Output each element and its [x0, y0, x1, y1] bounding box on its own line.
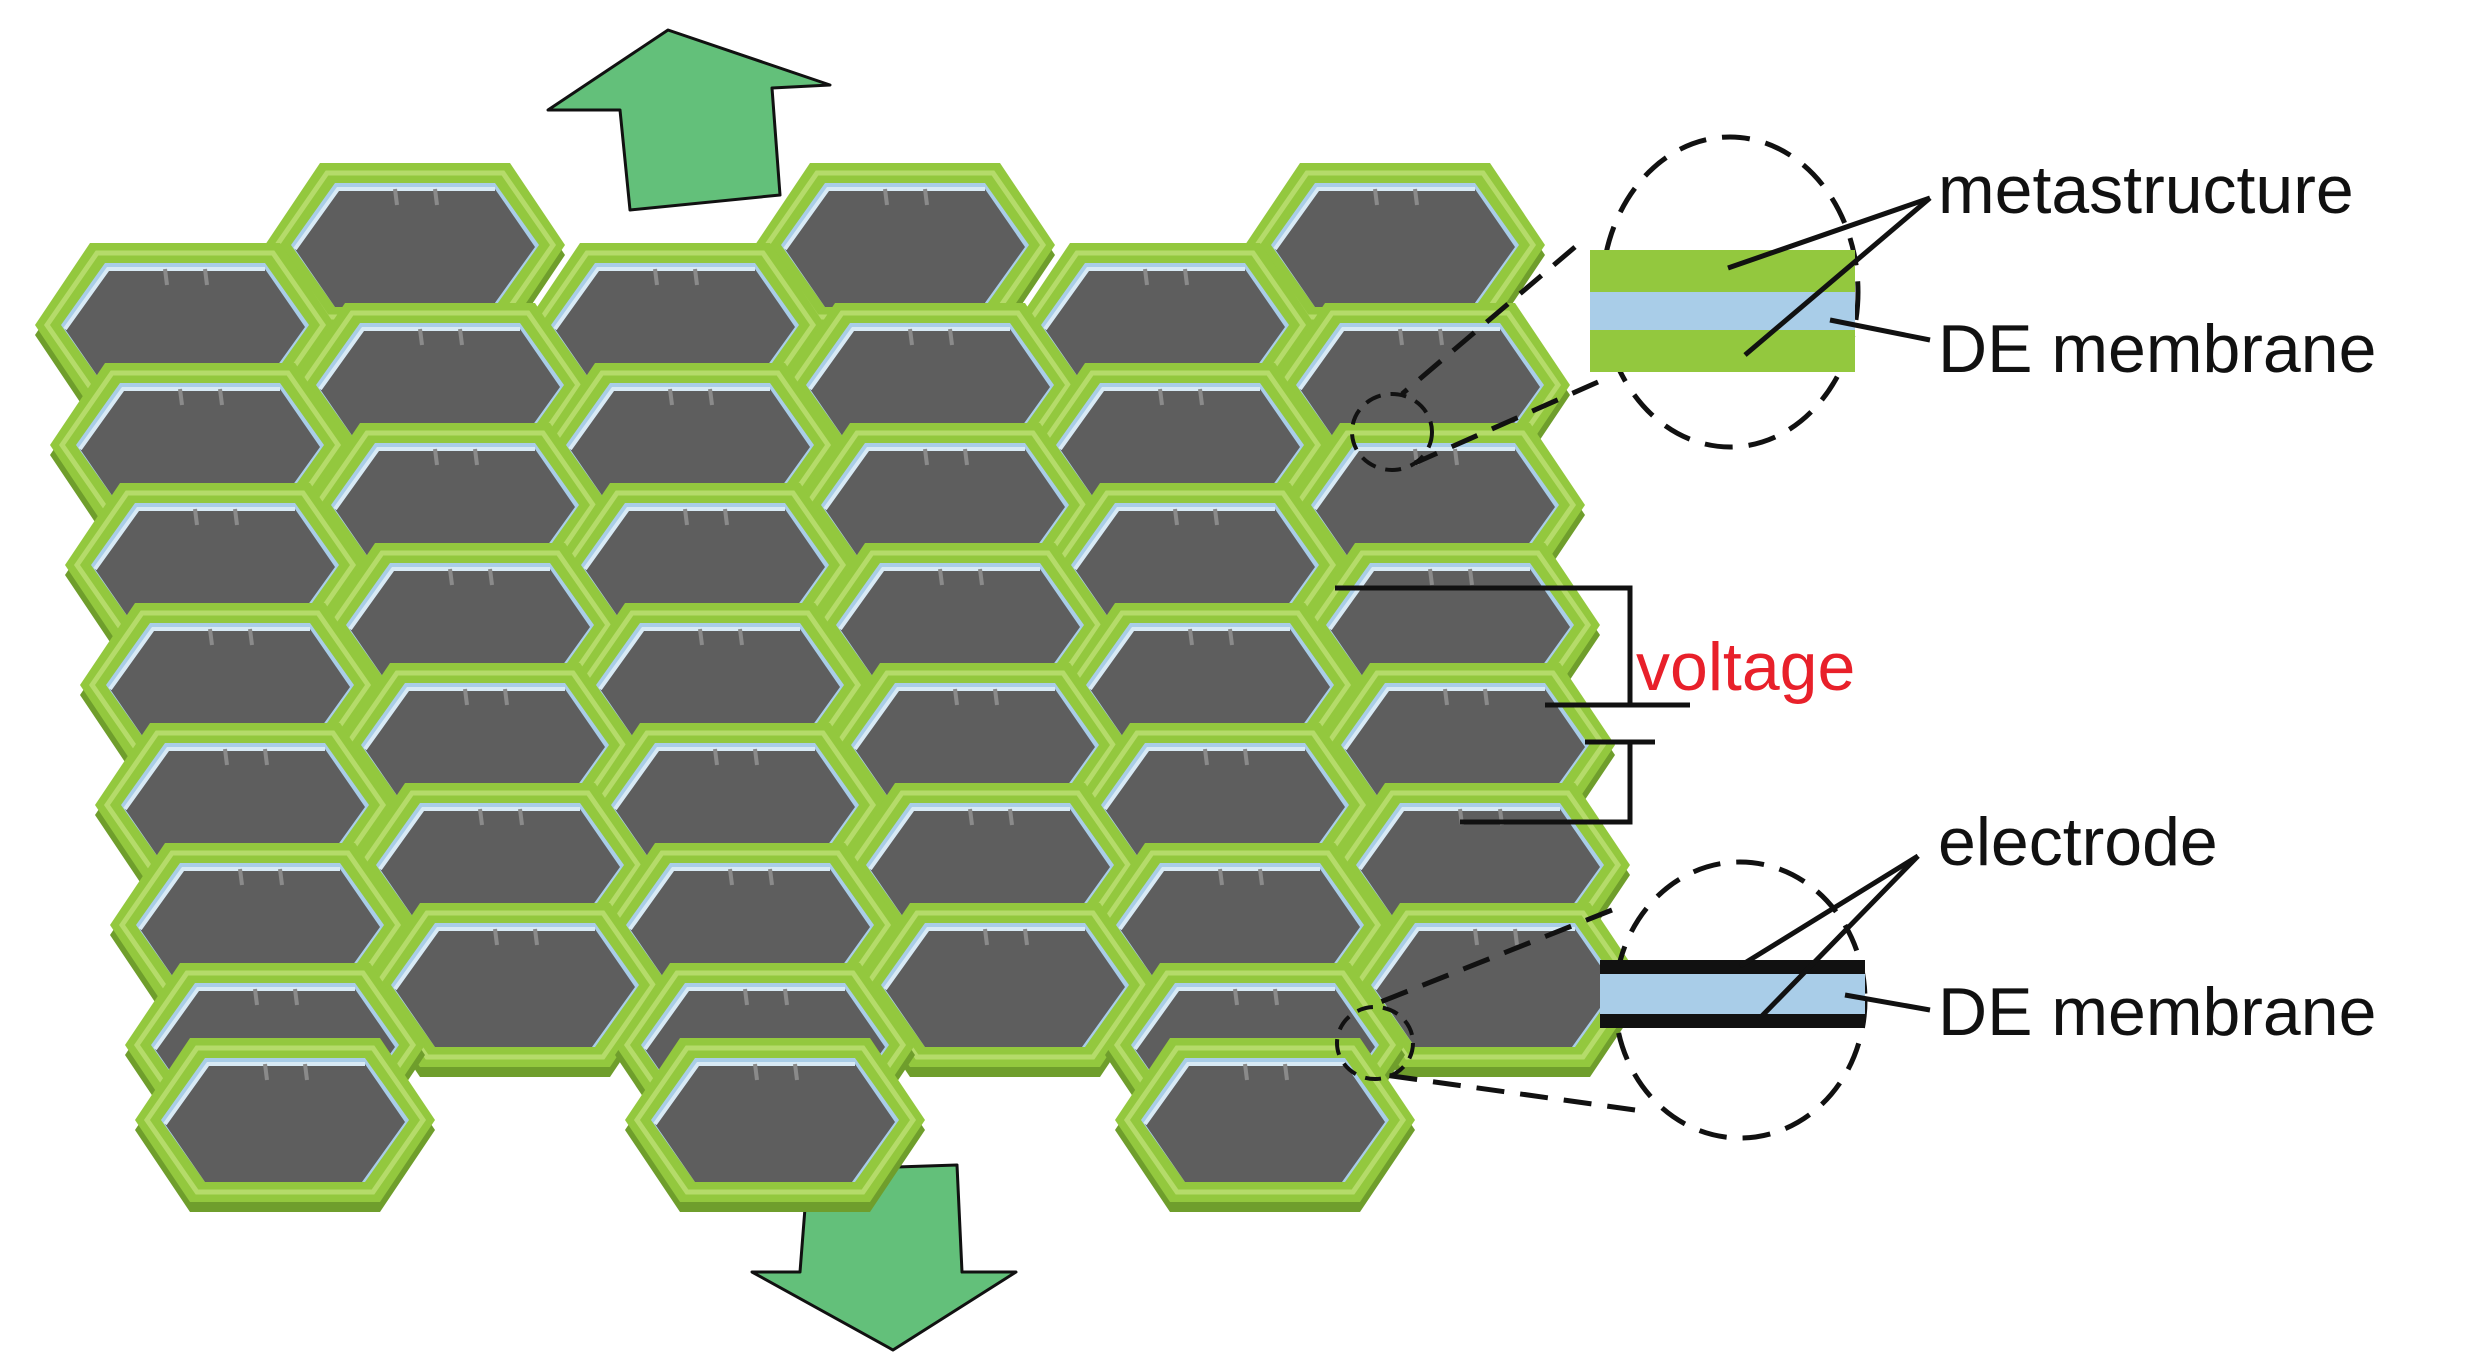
cell-ligament: [1473, 928, 1519, 946]
cell-ligament: [193, 508, 239, 526]
honeycomb-lattice: [35, 163, 1645, 1212]
hexagonal-cell: [135, 1038, 435, 1212]
cell-ligament: [953, 688, 999, 706]
arrow-up-icon: [546, 28, 832, 212]
cell-ligament: [883, 188, 929, 206]
cell-ligament: [713, 748, 759, 766]
cell-ligament: [263, 1063, 309, 1081]
cell-ligament: [668, 388, 714, 406]
cell-ligament: [698, 628, 744, 646]
cell-ligament: [1233, 988, 1279, 1006]
de-membrane-bottom-label: DE membrane: [1938, 974, 2376, 1050]
cell-ligament: [1398, 328, 1444, 346]
cell-ligament: [463, 688, 509, 706]
voltage-circuit: [1335, 585, 1690, 825]
cell-ligament: [983, 928, 1029, 946]
metastructure-zoom-callout: [1350, 134, 1932, 472]
cell-ligament: [478, 808, 524, 826]
electrode-label: electrode: [1938, 804, 2218, 880]
cell-ligament: [1173, 508, 1219, 526]
voltage-label: voltage: [1636, 629, 1855, 705]
cell-ligament: [393, 188, 439, 206]
cell-ligament: [908, 328, 954, 346]
cell-ligament: [178, 388, 224, 406]
cell-ligament: [1428, 568, 1474, 586]
cell-ligament: [683, 508, 729, 526]
electrode-zoom-callout: [1335, 853, 1931, 1141]
metastructure-layer-top: [1590, 250, 1855, 292]
cell-ligament: [163, 268, 209, 286]
cell-ligament: [1243, 1063, 1289, 1081]
hexagonal-cell: [1115, 1038, 1415, 1212]
cell-ligament: [1203, 748, 1249, 766]
cell-ligament: [1443, 688, 1489, 706]
cell-ligament: [493, 928, 539, 946]
cell-ligament: [1218, 868, 1264, 886]
cell-ligament: [433, 448, 479, 466]
cell-ligament: [1143, 268, 1189, 286]
electrode-layer-top: [1600, 960, 1865, 974]
cell-ligament: [923, 448, 969, 466]
cell-ligament: [1188, 628, 1234, 646]
cell-ligament: [208, 628, 254, 646]
cell-ligament: [753, 1063, 799, 1081]
cell-ligament: [653, 268, 699, 286]
metastructure-label: metastructure: [1938, 152, 2354, 228]
de-membrane-top-label: DE membrane: [1938, 311, 2376, 387]
electrode-layer-bottom: [1600, 1014, 1865, 1028]
cell-ligament: [743, 988, 789, 1006]
cell-ligament: [1373, 188, 1419, 206]
cell-ligament: [728, 868, 774, 886]
cell-ligament: [238, 868, 284, 886]
metastructure-layer-bottom: [1590, 330, 1855, 372]
cell-ligament: [938, 568, 984, 586]
cell-ligament: [253, 988, 299, 1006]
cell-ligament: [968, 808, 1014, 826]
cell-ligament: [1158, 388, 1204, 406]
cell-ligament: [418, 328, 464, 346]
cell-ligament: [448, 568, 494, 586]
cell-ligament: [223, 748, 269, 766]
de-membrane-layer-bottom: [1600, 974, 1865, 1014]
hexagonal-cell: [625, 1038, 925, 1212]
